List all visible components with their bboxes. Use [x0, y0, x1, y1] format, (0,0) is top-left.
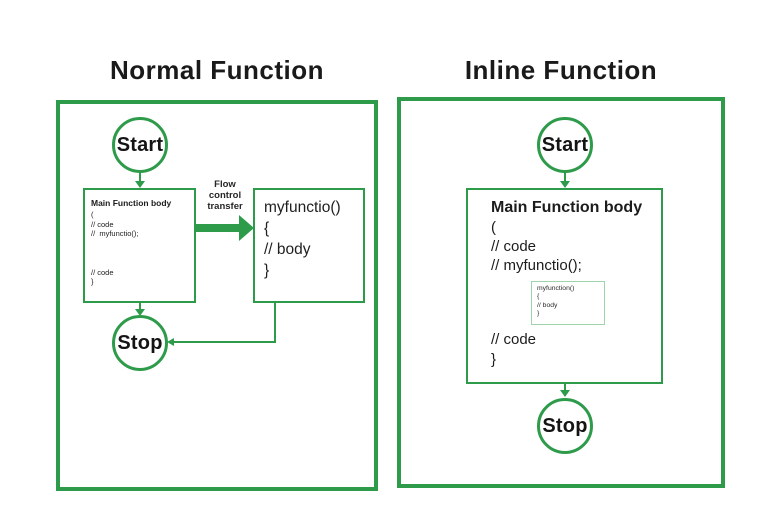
code-line: {	[264, 220, 270, 237]
flow-label-line: Flow	[214, 179, 236, 190]
flow-transfer-arrow-shaft	[196, 224, 239, 232]
flow-transfer-arrow-icon	[239, 215, 254, 241]
return-connector-arrow-icon	[167, 338, 174, 346]
code-line: // code	[91, 219, 114, 229]
code-line: // body	[537, 301, 558, 309]
code-line: // myfunctio();	[491, 257, 582, 274]
inline-main-box-text-top: Main Function body ( // code // myfuncti…	[491, 198, 642, 275]
code-line: // code	[491, 331, 537, 348]
normal-stop-arrow-line	[139, 303, 141, 310]
inline-start-label: Start	[541, 133, 589, 156]
inline-start-arrow-line	[564, 172, 566, 182]
normal-function-title: Normal Function	[109, 55, 325, 85]
normal-main-box-heading: Main Function body	[91, 198, 172, 208]
normal-stop-arrow-icon	[135, 309, 145, 316]
code-line: }	[537, 310, 540, 318]
code-line: (	[91, 210, 94, 219]
normal-stop-node: Stop	[112, 315, 168, 371]
inline-stop-node: Stop	[537, 398, 593, 454]
code-line: {	[537, 293, 540, 301]
normal-start-node: Start	[112, 117, 168, 173]
flow-label-line: control	[208, 190, 242, 201]
code-line: // code	[491, 238, 537, 255]
inline-function-title: Inline Function	[464, 55, 658, 85]
flow-label-line: transfer	[207, 201, 243, 212]
flow-control-transfer-label: Flow control transfer	[197, 179, 253, 212]
normal-function-definition-box: myfunctio() { // body }	[253, 188, 365, 303]
code-line: // body	[264, 241, 311, 258]
inline-start-node: Start	[537, 117, 593, 173]
code-line: }	[264, 262, 270, 279]
normal-start-label: Start	[116, 133, 164, 156]
code-line: // code	[91, 267, 114, 277]
normal-start-arrow-icon	[135, 181, 145, 188]
return-connector-line	[169, 303, 276, 343]
inline-stop-arrow-icon	[560, 390, 570, 397]
inline-main-box-heading: Main Function body	[491, 199, 643, 216]
normal-main-function-box: Main Function body ( // code // myfuncti…	[83, 188, 196, 303]
normal-start-arrow-line	[139, 172, 141, 182]
code-line: }	[491, 351, 497, 368]
code-line: }	[91, 277, 94, 286]
inline-stop-arrow-line	[564, 384, 566, 391]
inline-expanded-function-box: myfunction() { // body }	[531, 281, 605, 325]
inline-start-arrow-icon	[560, 181, 570, 188]
code-line: myfunction()	[537, 285, 575, 292]
inline-main-box-text-bottom: // code }	[491, 330, 536, 370]
code-line: (	[491, 219, 496, 236]
code-line: myfunctio()	[264, 199, 341, 216]
code-line: // myfunctio();	[91, 229, 139, 238]
inline-stop-label: Stop	[542, 414, 588, 437]
normal-stop-label: Stop	[117, 331, 163, 354]
